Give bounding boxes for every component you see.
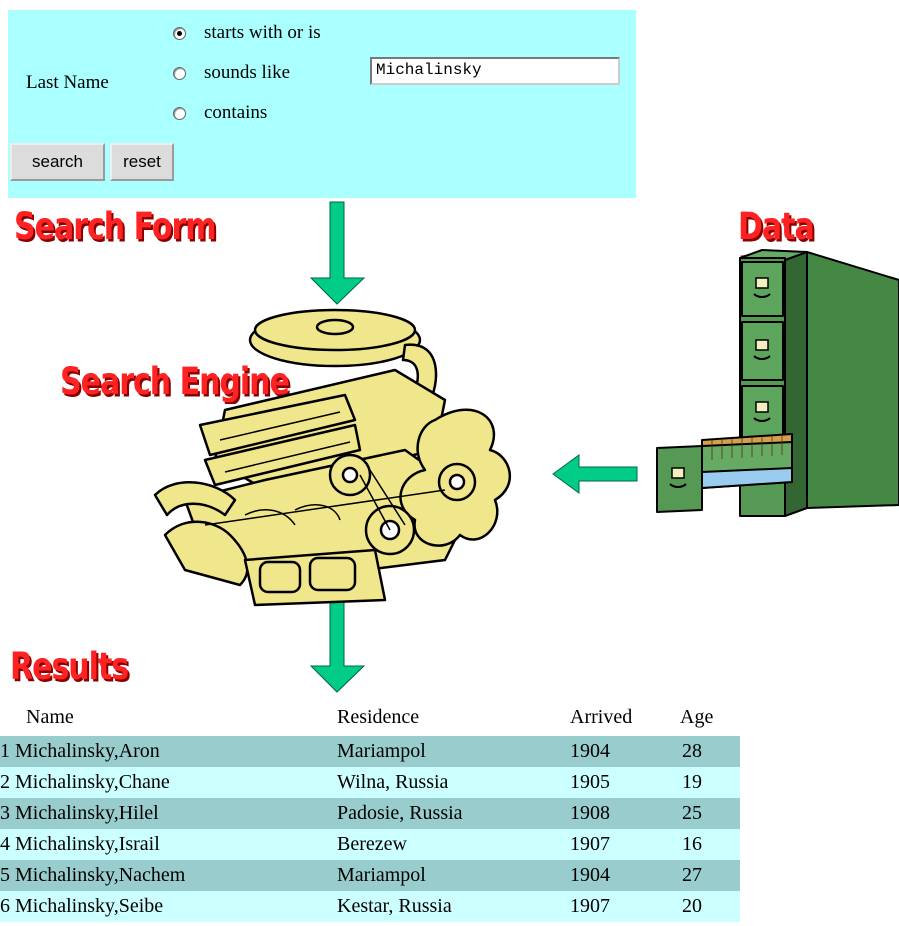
cell-name: 6 Michalinsky,Seibe (0, 895, 163, 918)
cell-arrived: 1904 (570, 864, 610, 887)
cell-age: 27 (682, 864, 702, 887)
header-age: Age (680, 706, 713, 729)
down-arrow-icon (318, 202, 368, 306)
radio-option-contains[interactable]: contains (173, 102, 267, 124)
left-arrow-icon (553, 455, 639, 495)
header-name: Name (26, 706, 74, 729)
radio-label-sounds-like: sounds like (204, 62, 290, 84)
cell-age: 25 (682, 802, 702, 825)
radio-option-sounds-like[interactable]: sounds like (173, 62, 290, 84)
cell-name: 4 Michalinsky,Israil (0, 833, 160, 856)
cell-arrived: 1907 (570, 895, 610, 918)
cell-name: 1 Michalinsky,Aron (0, 740, 160, 763)
radio-label-starts-with: starts with or is (204, 22, 321, 44)
table-header-row: Name Residence Arrived Age (0, 702, 740, 736)
radio-button-sounds-like[interactable] (173, 67, 186, 80)
cell-age: 28 (682, 740, 702, 763)
cell-residence: Berezew (337, 833, 407, 856)
table-row[interactable]: 1 Michalinsky,Aron Mariampol 1904 28 (0, 736, 740, 767)
last-name-label: Last Name (26, 72, 109, 94)
results-table: Name Residence Arrived Age 1 Michalinsky… (0, 702, 740, 922)
cell-name: 3 Michalinsky,Hilel (0, 802, 159, 825)
cell-arrived: 1905 (570, 771, 610, 794)
table-row[interactable]: 3 Michalinsky,Hilel Padosie, Russia 1908… (0, 798, 740, 829)
search-button[interactable]: search (10, 143, 105, 181)
cell-name: 2 Michalinsky,Chane (0, 771, 170, 794)
cell-residence: Kestar, Russia (337, 895, 452, 918)
table-row[interactable]: 6 Michalinsky,Seibe Kestar, Russia 1907 … (0, 891, 740, 922)
cell-age: 19 (682, 771, 702, 794)
radio-option-starts-with[interactable]: starts with or is (173, 22, 321, 44)
filing-cabinet-illustration (652, 250, 899, 518)
search-form-panel: Last Name starts with or is sounds like … (8, 10, 636, 198)
cell-residence: Padosie, Russia (337, 802, 463, 825)
search-form-label: Search Form (14, 205, 216, 249)
cell-age: 16 (682, 833, 702, 856)
table-row[interactable]: 4 Michalinsky,Israil Berezew 1907 16 (0, 829, 740, 860)
header-residence: Residence (337, 706, 419, 729)
cell-residence: Mariampol (337, 864, 426, 887)
engine-illustration (145, 300, 525, 610)
cell-arrived: 1907 (570, 833, 610, 856)
table-row[interactable]: 5 Michalinsky,Nachem Mariampol 1904 27 (0, 860, 740, 891)
header-arrived: Arrived (570, 706, 632, 729)
cell-age: 20 (682, 895, 702, 918)
radio-label-contains: contains (204, 102, 267, 124)
cell-arrived: 1904 (570, 740, 610, 763)
cell-name: 5 Michalinsky,Nachem (0, 864, 185, 887)
cell-residence: Mariampol (337, 740, 426, 763)
radio-button-starts-with[interactable] (173, 27, 186, 40)
table-row[interactable]: 2 Michalinsky,Chane Wilna, Russia 1905 1… (0, 767, 740, 798)
reset-button[interactable]: reset (110, 143, 174, 181)
last-name-input[interactable]: Michalinsky (370, 57, 620, 85)
cell-arrived: 1908 (570, 802, 610, 825)
results-label: Results (10, 645, 128, 689)
radio-button-contains[interactable] (173, 107, 186, 120)
cell-residence: Wilna, Russia (337, 771, 448, 794)
